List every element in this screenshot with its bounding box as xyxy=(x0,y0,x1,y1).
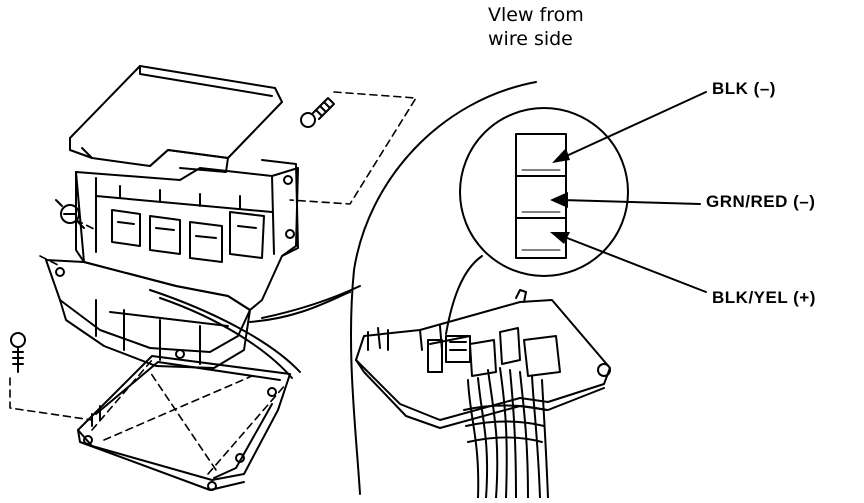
connector-housing xyxy=(355,255,611,499)
screw-bottom xyxy=(10,332,26,373)
pin-label-blk-yel: BLK/YEL (+) xyxy=(712,288,816,307)
arrowhead-grn-red xyxy=(550,192,568,208)
dashed-leaders xyxy=(9,91,417,475)
fuse-relay-box xyxy=(45,65,351,491)
arrowhead-blk-yel xyxy=(550,232,570,244)
screw-top xyxy=(300,97,335,128)
view-label-line1: Vlew from xyxy=(488,4,584,26)
screw-left xyxy=(55,199,85,229)
pin-arrows xyxy=(561,91,707,293)
view-label-line2: wire side xyxy=(488,28,573,50)
pin-label-grn-red: GRN/RED (–) xyxy=(706,192,816,211)
arrowhead-blk xyxy=(552,148,570,163)
pin-label-blk: BLK (–) xyxy=(712,79,776,98)
divider-arc xyxy=(350,81,537,495)
